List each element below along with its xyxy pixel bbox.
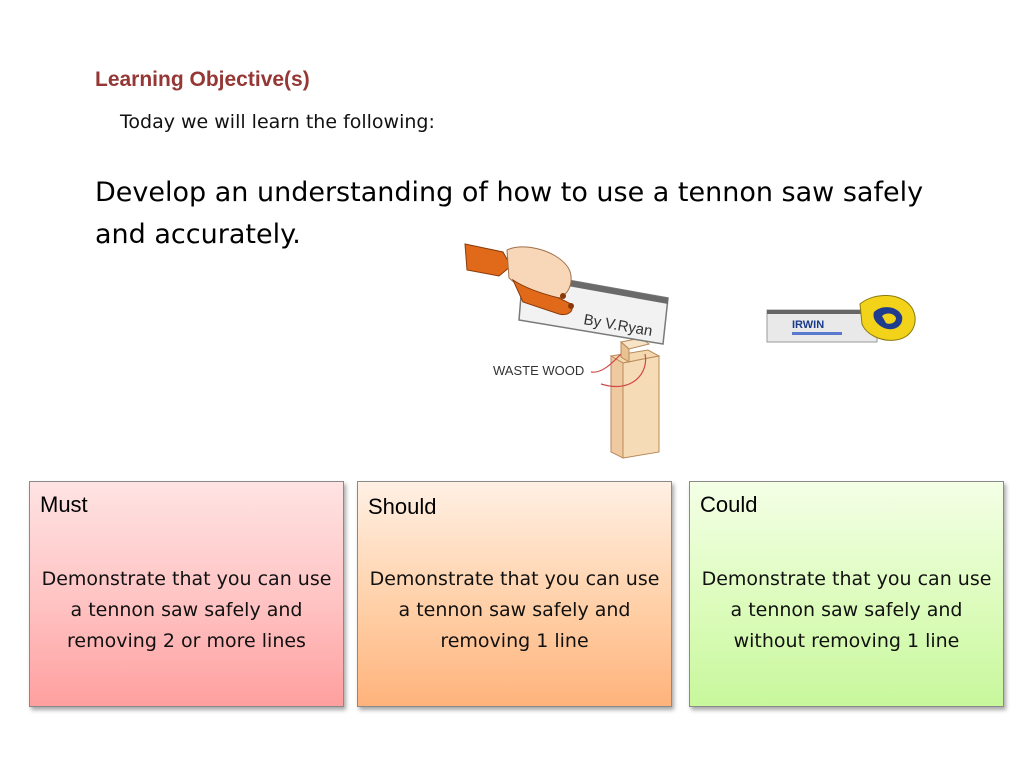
could-title: Could [700,492,758,517]
wood-post [609,337,661,459]
waste-arrow-2 [600,353,647,387]
waste-wood-label: WASTE WOOD [493,363,584,378]
irwin-saw-image: IRWIN [766,294,916,343]
could-text: Demonstrate that you can use a tennon sa… [701,568,992,652]
must-text: Demonstrate that you can use a tennon sa… [41,568,332,652]
slide-heading: Learning Objective(s) [95,68,310,91]
hand-with-saw-handle [464,243,574,315]
should-title: Should [368,494,437,519]
waste-arrow-1 [590,353,622,373]
should-box: Should Demonstrate that you can use a te… [357,481,672,707]
tenon-saw-illustration: By V.Ryan WASTE WOOD [463,232,721,468]
must-title: Must [40,492,88,517]
could-box: Could Demonstrate that you can use a ten… [689,481,1004,707]
must-box: Must Demonstrate that you can use a tenn… [29,481,344,707]
learning-objective: Develop an understanding of how to use a… [95,177,924,250]
saw-brand-label: IRWIN [792,319,824,331]
should-text: Demonstrate that you can use a tennon sa… [369,568,660,652]
slide-intro: Today we will learn the following: [120,111,435,133]
